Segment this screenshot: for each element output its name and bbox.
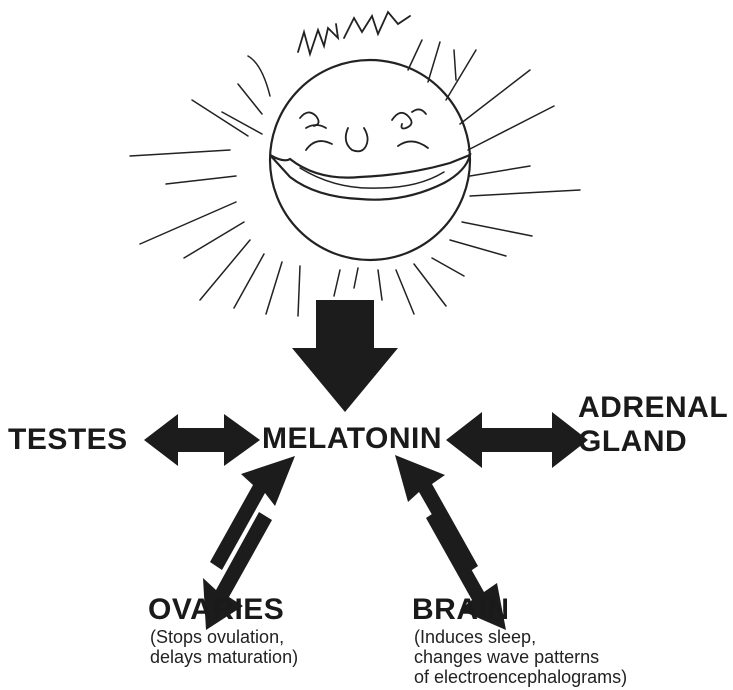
brain-note-line1: (Induces sleep,	[414, 626, 536, 648]
ovaries-note-line2: delays maturation)	[150, 646, 298, 668]
brain-label: BRAIN	[412, 594, 510, 626]
adrenal-label-line2: GLAND	[578, 426, 687, 458]
melatonin-label: MELATONIN	[262, 423, 442, 455]
smiling-sun-icon	[130, 12, 580, 316]
melatonin-adrenal-arrow	[446, 412, 588, 468]
ovaries-label: OVARIES	[148, 594, 284, 626]
brain-note-line2: changes wave patterns	[414, 646, 599, 668]
adrenal-label-line1: ADRENAL	[578, 392, 728, 424]
sun-to-melatonin-arrow	[292, 300, 398, 412]
testes-label: TESTES	[8, 424, 128, 456]
brain-note-line3: of electroencephalograms)	[414, 666, 627, 688]
ovaries-note-line1: (Stops ovulation,	[150, 626, 284, 648]
testes-melatonin-arrow	[144, 414, 260, 466]
